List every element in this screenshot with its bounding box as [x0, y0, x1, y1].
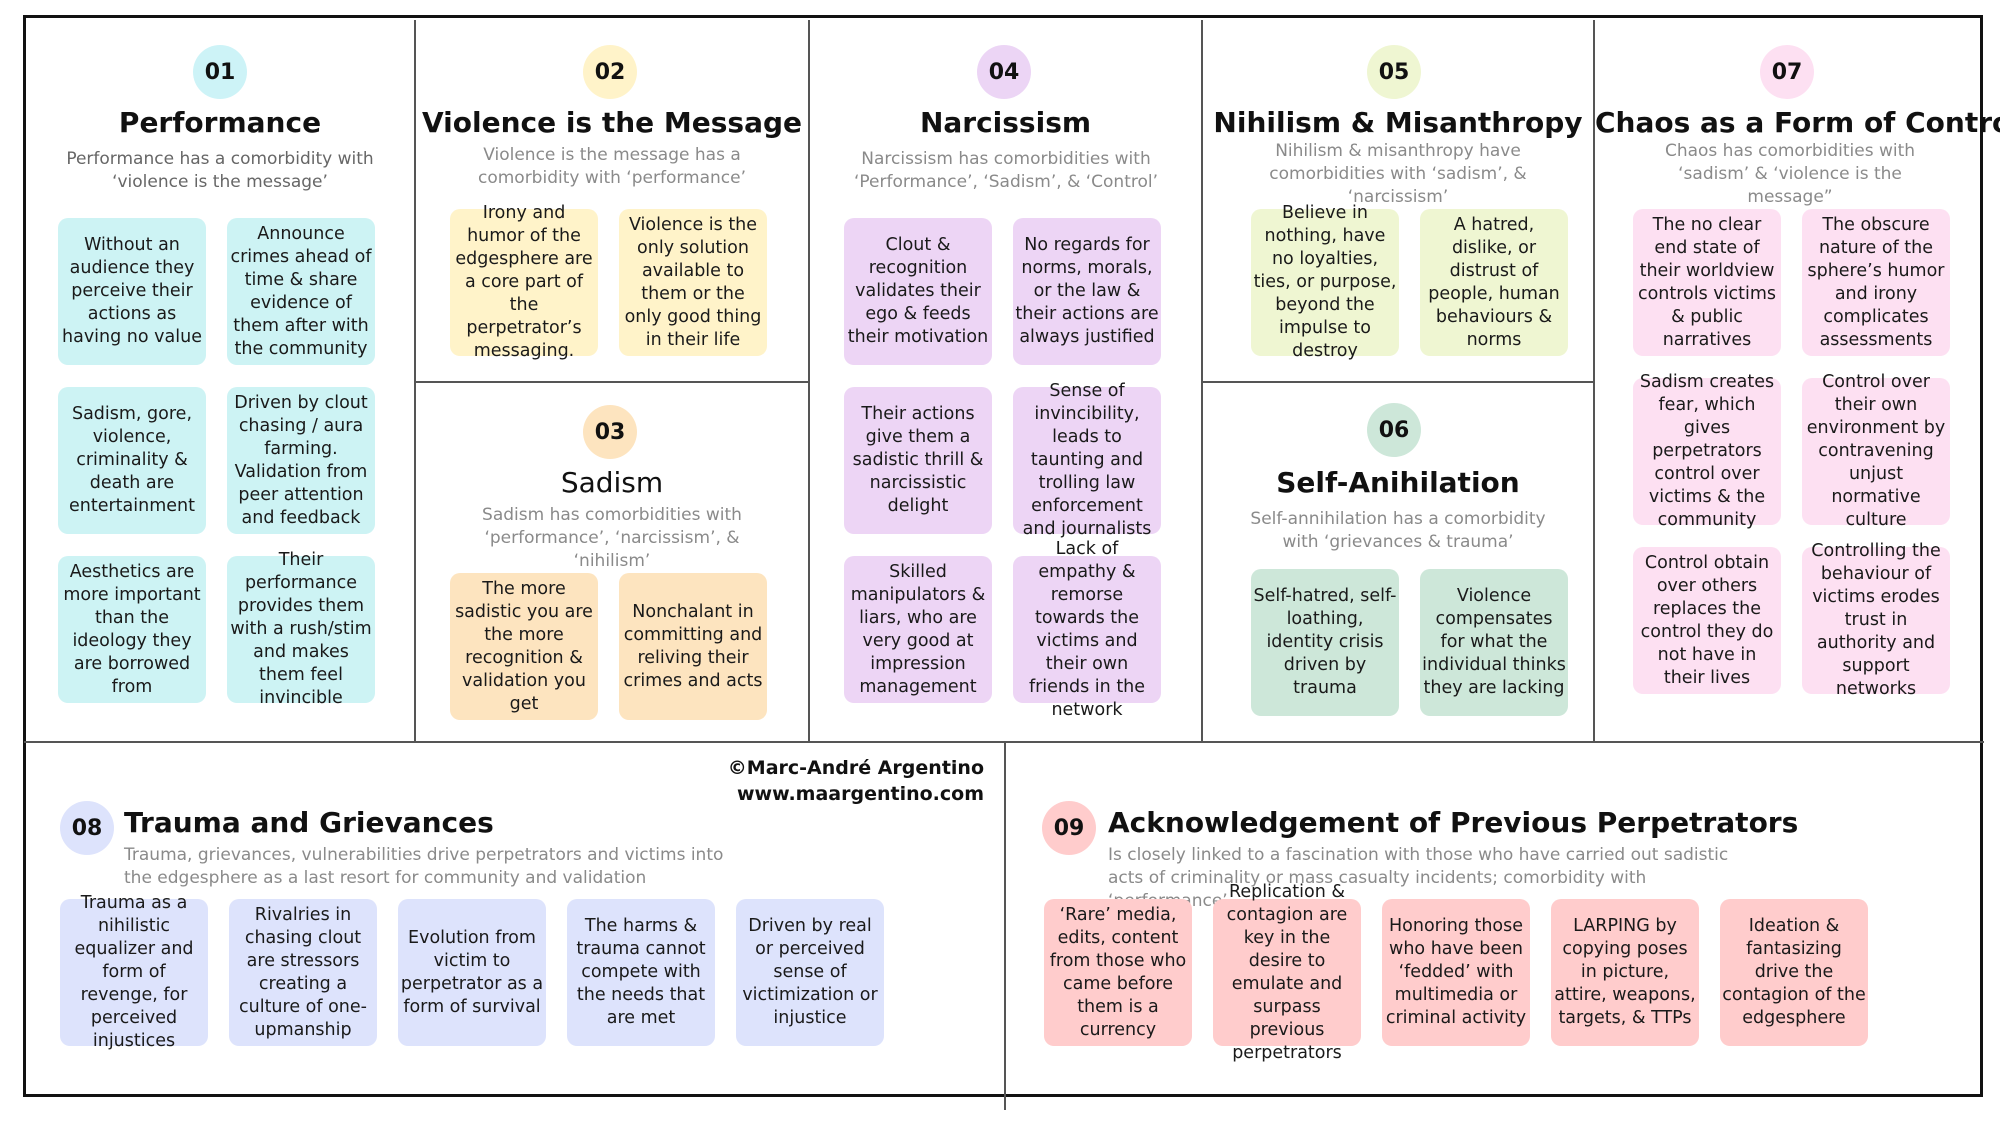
card: Replication & contagion are key in the d… — [1213, 882, 1361, 1063]
section-violence-is-the-message: 02 Violence is the Message Violence is t… — [416, 20, 808, 380]
card: Violence compensates for what the indivi… — [1420, 569, 1568, 716]
card: Ideation & fantasizing drive the contagi… — [1720, 899, 1868, 1046]
section-sadism: 03 Sadism Sadism has comorbidities with … — [416, 383, 808, 741]
section-title: Acknowledgement of Previous Perpetrators — [1108, 806, 1799, 839]
section-number-badge: 01 — [193, 45, 247, 99]
divider-row-02-03 — [415, 381, 808, 383]
card: The more sadistic you are the more recog… — [450, 573, 598, 720]
credit: ©Marc-André Argentino www.maargentino.co… — [560, 755, 984, 807]
card: Their performance provides them with a r… — [227, 550, 375, 708]
credit-author: ©Marc-André Argentino — [727, 757, 984, 779]
card: No regards for norms, morals, or the law… — [1013, 218, 1161, 365]
section-number-badge: 06 — [1367, 403, 1421, 457]
card: Irony and humor of the edgesphere are a … — [450, 203, 598, 361]
divider-col-2 — [808, 20, 810, 742]
card: ‘Rare’ media, edits, content from those … — [1044, 899, 1192, 1046]
card: Controlling the behaviour of victims ero… — [1802, 541, 1950, 699]
card: Violence is the only solution available … — [619, 209, 767, 356]
section-title: Chaos as a Form of Control — [1595, 106, 2000, 139]
card: The harms & trauma cannot compete with t… — [567, 899, 715, 1046]
section-subtitle: Self-annihilation has a comorbidity with… — [1250, 509, 1546, 552]
card: Aesthetics are more important than the i… — [58, 556, 206, 703]
section-number-badge: 05 — [1367, 45, 1421, 99]
section-title: Sadism — [560, 466, 664, 499]
card: Rivalries in chasing clout are stressors… — [229, 899, 377, 1046]
section-number-badge: 02 — [583, 45, 637, 99]
section-title: Self-Anihilation — [1276, 466, 1520, 499]
divider-row-05-06 — [1202, 381, 1593, 383]
credit-website: www.maargentino.com — [737, 783, 984, 805]
section-chaos-control: 07 Chaos as a Form of Control Chaos has … — [1595, 20, 2000, 740]
card: LARPING by copying poses in picture, att… — [1551, 899, 1699, 1046]
section-subtitle: Narcissism has comorbidities with ‘Perfo… — [853, 149, 1159, 192]
card: Sadism creates fear, which gives perpetr… — [1633, 372, 1781, 530]
section-subtitle: Trauma, grievances, vulnerabilities driv… — [124, 845, 724, 888]
card: Sense of invincibility, leads to tauntin… — [1013, 381, 1161, 539]
card: A hatred, dislike, or distrust of people… — [1420, 209, 1568, 356]
section-subtitle: Violence is the message has a comorbidit… — [477, 145, 746, 188]
section-performance: 01 Performance Performance has a comorbi… — [26, 20, 414, 740]
card: The no clear end state of their worldvie… — [1633, 209, 1781, 356]
section-subtitle: Sadism has comorbidities with ‘performan… — [482, 505, 742, 571]
card: Announce crimes ahead of time & share ev… — [227, 218, 375, 365]
section-title: Violence is the Message — [421, 106, 803, 139]
section-number-badge: 03 — [583, 405, 637, 459]
card: Control over their own environment by co… — [1802, 372, 1950, 530]
section-subtitle: Is closely linked to a fascination with … — [1108, 845, 1729, 911]
section-narcissism: 04 Narcissism Narcissism has comorbiditi… — [810, 20, 1201, 740]
card: Honoring those who have been ‘fedded’ wi… — [1382, 899, 1530, 1046]
section-title: Nihilism & Misanthropy — [1213, 106, 1583, 139]
infographic-frame — [23, 15, 1983, 1097]
card: Believe in nothing, have no loyalties, t… — [1251, 203, 1399, 361]
section-number-badge: 07 — [1760, 45, 1814, 99]
section-subtitle: Performance has a comorbidity with ‘viol… — [66, 149, 374, 192]
divider-col-4 — [1593, 20, 1595, 742]
card: Control obtain over others replaces the … — [1633, 547, 1781, 694]
card: Sadism, gore, violence, criminality & de… — [58, 387, 206, 534]
section-trauma-grievances: 08 Trauma and Grievances Trauma, grievan… — [26, 744, 1004, 1098]
section-self-anihilation: 06 Self-Anihilation Self-annihilation ha… — [1203, 383, 1593, 741]
card: Nonchalant in committing and reliving th… — [619, 573, 767, 720]
section-subtitle: Chaos has comorbidities with ‘sadism’ & … — [1664, 141, 1916, 207]
section-number-badge: 09 — [1042, 801, 1096, 855]
card: Skilled manipulators & liars, who are ve… — [844, 556, 992, 703]
card: Self-hatred, self-loathing, identity cri… — [1251, 569, 1399, 716]
divider-bottom — [1004, 742, 1006, 1110]
section-title: Narcissism — [919, 106, 1092, 139]
card: Clout & recognition validates their ego … — [844, 218, 992, 365]
card: Evolution from victim to perpetrator as … — [398, 899, 546, 1046]
section-number-badge: 04 — [977, 45, 1031, 99]
card: Trauma as a nihilistic equalizer and for… — [60, 893, 208, 1051]
section-title: Trauma and Grievances — [124, 806, 494, 839]
card: Driven by clout chasing / aura farming. … — [227, 387, 375, 534]
card: Without an audience they perceive their … — [58, 218, 206, 365]
section-acknowledgement-previous-perpetrators: 09 Acknowledgement of Previous Perpetrat… — [1006, 744, 1983, 1098]
section-subtitle: Nihilism & misanthropy have comorbiditie… — [1269, 141, 1527, 207]
card: Their actions give them a sadistic thril… — [844, 387, 992, 534]
section-nihilism-misanthropy: 05 Nihilism & Misanthropy Nihilism & mis… — [1203, 20, 1593, 380]
card: Lack of empathy & remorse towards the vi… — [1013, 539, 1161, 720]
card: The obscure nature of the sphere’s humor… — [1802, 209, 1950, 356]
section-title: Performance — [118, 106, 322, 139]
card: Driven by real or perceived sense of vic… — [736, 899, 884, 1046]
section-number-badge: 08 — [60, 801, 114, 855]
